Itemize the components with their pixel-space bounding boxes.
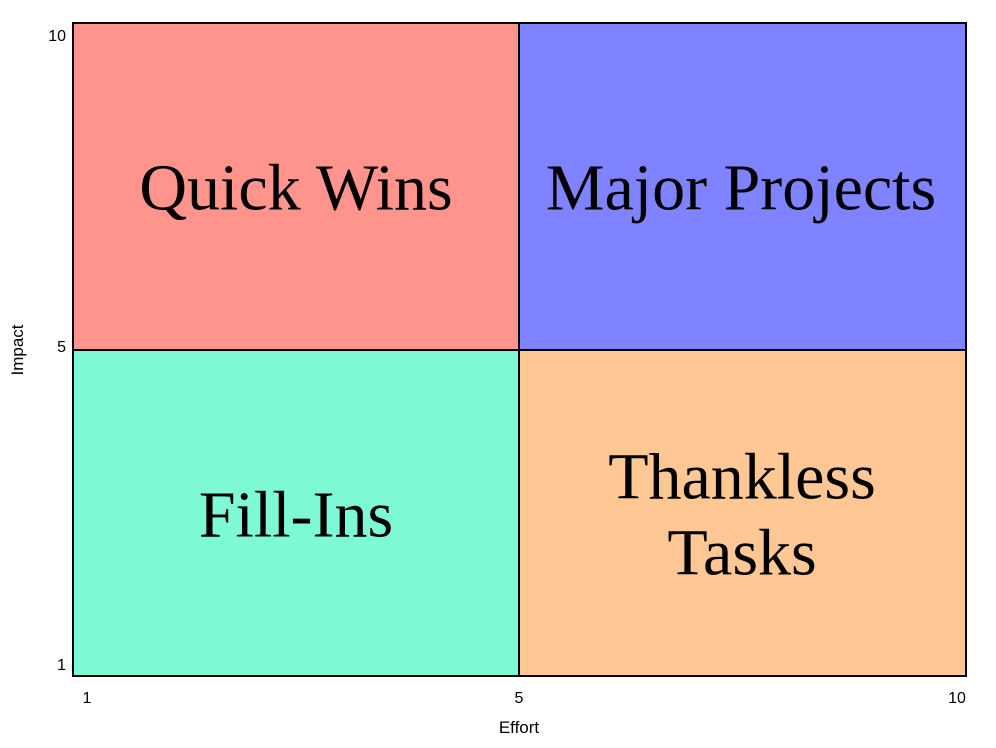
x-tick-label: 1 xyxy=(83,690,92,707)
y-axis-label: Impact xyxy=(8,324,27,375)
quadrant-label-top-left: Quick Wins xyxy=(139,152,452,225)
y-tick-label: 10 xyxy=(48,28,66,45)
y-tick-label: 5 xyxy=(57,339,66,356)
quadrant-label-bottom-right: Tasks xyxy=(667,517,816,590)
quadrant-label-bottom-right: Thankless xyxy=(608,441,876,514)
quadrant-label-top-right: Major Projects xyxy=(546,152,936,225)
quadrant-bottom-right xyxy=(518,349,967,677)
x-axis-label: Effort xyxy=(499,718,540,737)
quadrant-top-right xyxy=(518,22,967,351)
y-tick-label: 1 xyxy=(57,657,66,674)
quadrant-top-left xyxy=(72,22,520,351)
x-tick-label: 10 xyxy=(948,690,966,707)
x-tick-label: 5 xyxy=(515,690,524,707)
plot-frame xyxy=(72,22,967,677)
quadrant-label-bottom-left: Fill-Ins xyxy=(199,479,393,552)
quadrant-layer xyxy=(72,22,967,677)
quadrant-bottom-left xyxy=(72,349,520,677)
